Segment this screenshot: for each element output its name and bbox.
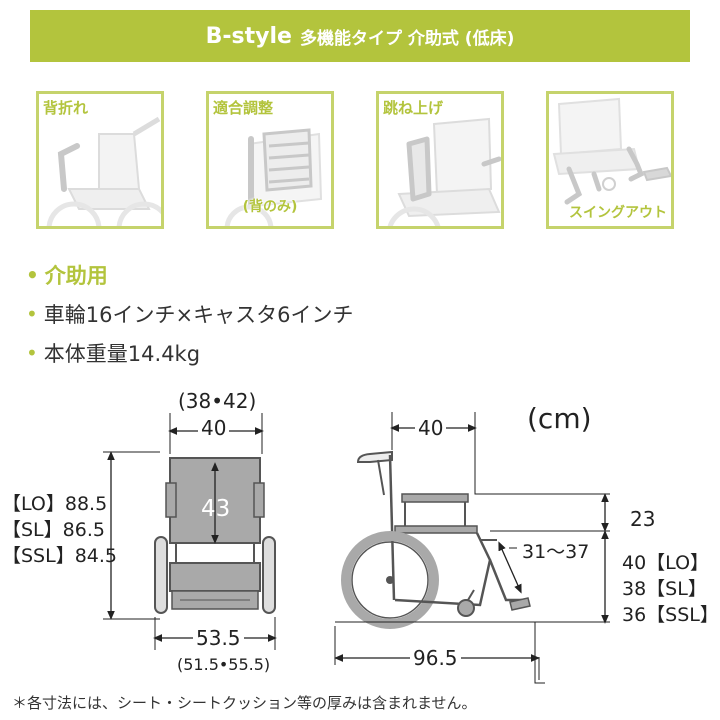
feature-sub: スイングアウト	[569, 205, 667, 221]
front-view	[103, 413, 277, 650]
total-width-options: (51.5•55.5)	[177, 655, 271, 674]
height-lo: 【LO】88.5	[2, 493, 108, 515]
spec-item: •車輪16インチ×キャスタ6インチ	[26, 299, 353, 329]
title-banner: B-style 多機能タイプ 介助式 (低床)	[30, 10, 690, 62]
feature-adjustable: 適合調整 (背のみ)	[206, 91, 334, 229]
seat-width-options: (38•42)	[178, 389, 257, 413]
unit-label: (cm)	[527, 402, 592, 435]
height-sl: 【SL】86.5	[2, 519, 105, 541]
total-length: 96.5	[410, 646, 461, 670]
feature-flip-up: 跳ね上げ	[376, 91, 504, 229]
swing-out-footrest-icon	[552, 97, 671, 205]
seat-width: 40	[198, 416, 230, 440]
adjustable-back-icon	[224, 128, 323, 226]
seat-height-ssl: 36【SSL】	[622, 604, 719, 626]
feature-label: 背折れ	[43, 99, 89, 117]
side-view	[334, 412, 610, 684]
spec-item: •本体重量14.4kg	[26, 338, 200, 368]
product-subtitle: 多機能タイプ 介助式 (低床)	[299, 28, 515, 49]
flip-up-armrest-icon	[387, 117, 501, 226]
height-ssl: 【SSL】84.5	[2, 545, 118, 567]
leg-length: 31～37	[522, 541, 590, 563]
spec-text: 本体重量14.4kg	[43, 342, 201, 366]
dimension-diagram	[103, 412, 610, 684]
footnote: ＊各寸法には、シート・シートクッション等の厚みは含まれません。	[12, 694, 477, 712]
back-height: 43	[201, 496, 231, 522]
back-fold-icon	[46, 116, 161, 226]
feature-swing-out: スイングアウト	[546, 91, 674, 229]
seat-depth: 40	[415, 416, 447, 440]
total-width: 53.5	[193, 626, 244, 650]
spec-text: 車輪16インチ×キャスタ6インチ	[43, 303, 354, 327]
spec-item: •介助用	[26, 260, 108, 290]
feature-sub: (背のみ)	[242, 199, 298, 215]
seat-height-lo: 40【LO】	[622, 552, 710, 574]
feature-label: 跳ね上げ	[383, 99, 444, 117]
feature-back-fold: 背折れ	[36, 91, 164, 229]
seat-height-sl: 38【SL】	[622, 578, 707, 600]
armrest-height: 23	[630, 507, 656, 531]
brand-name: B-style	[205, 23, 292, 49]
feature-label: 適合調整	[213, 99, 274, 117]
spec-text: 介助用	[44, 264, 108, 288]
